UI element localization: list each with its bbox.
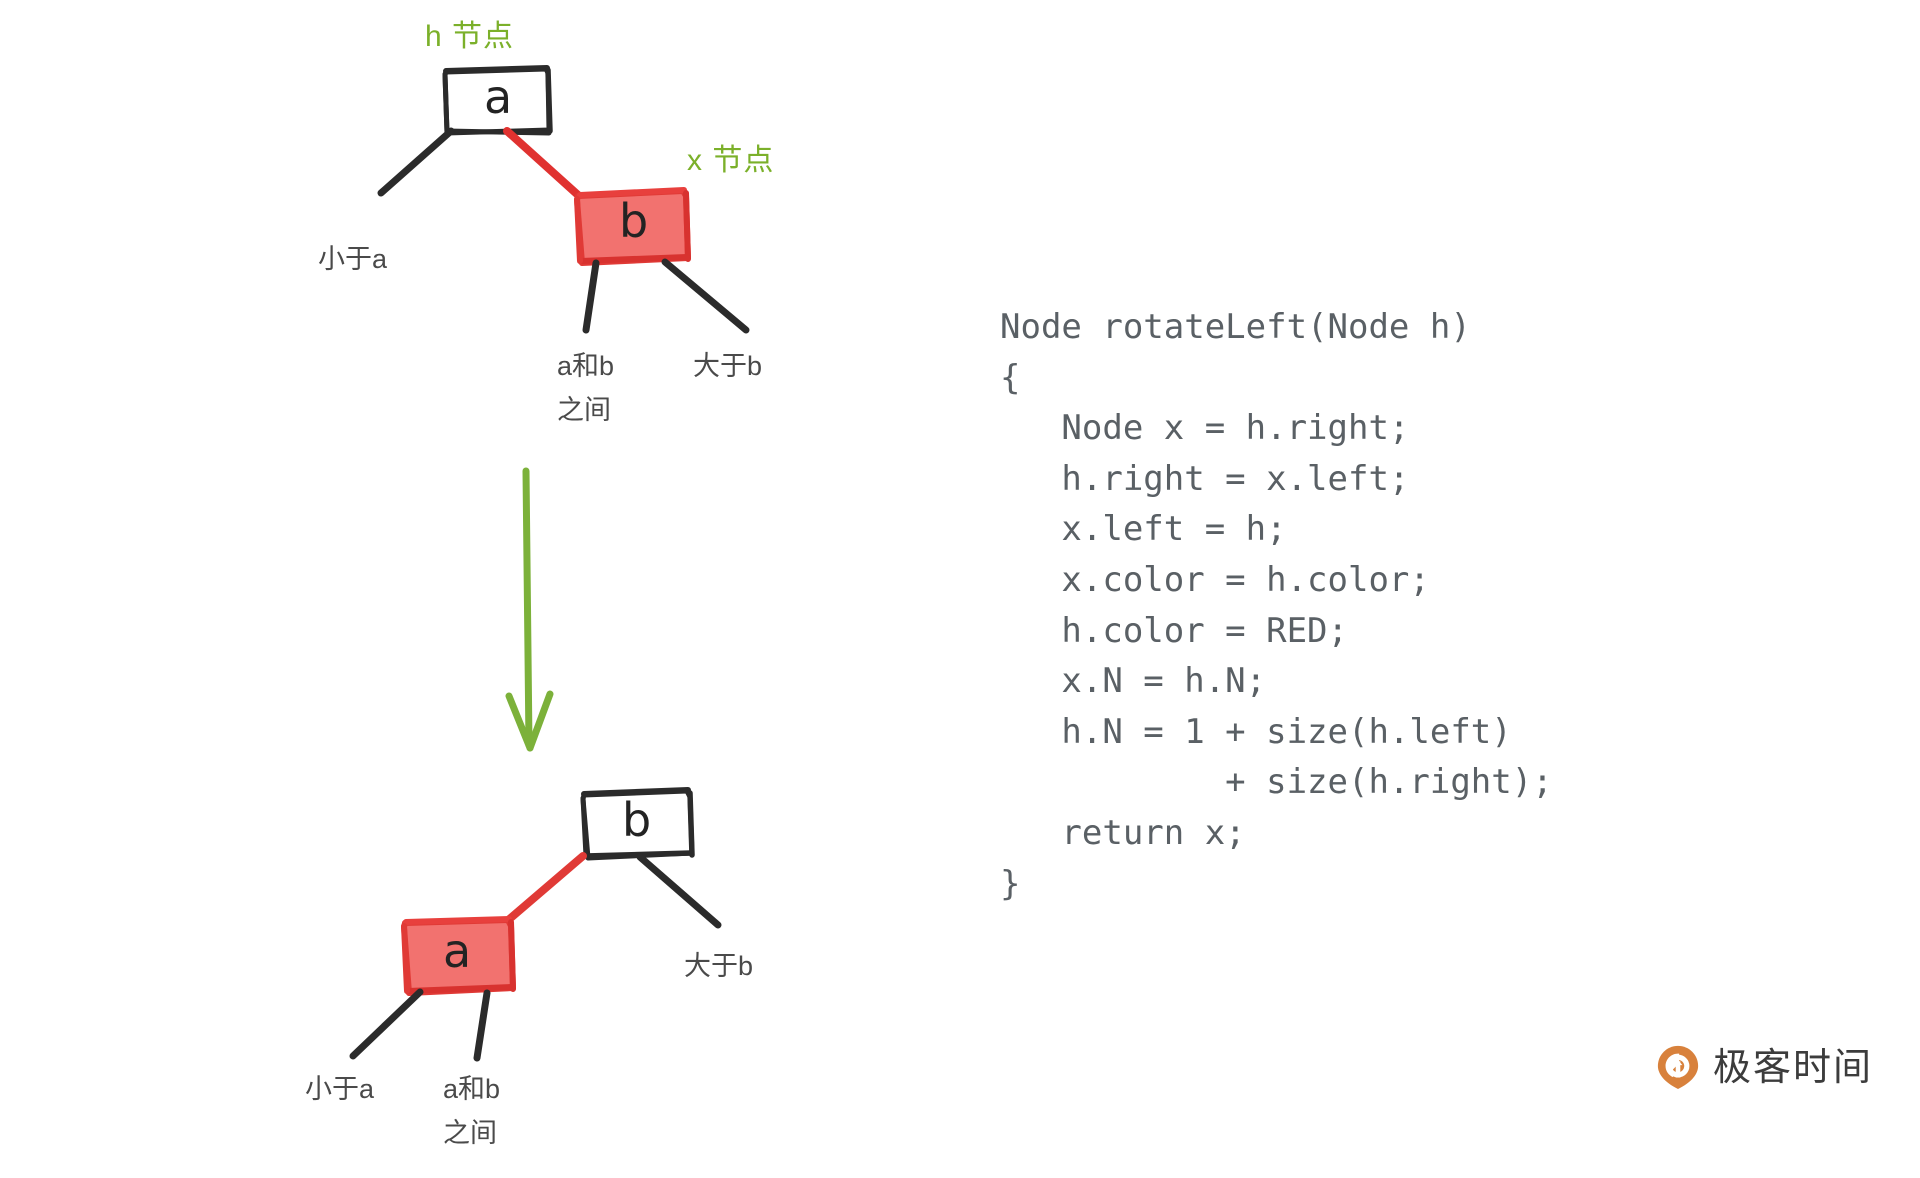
before-root-node-a [442, 65, 553, 136]
after-root-node-letter: b [622, 793, 652, 847]
before-child-node-letter: b [619, 194, 649, 248]
before-label-greater-than-b: 大于b [693, 351, 763, 381]
before-b-left-link [582, 259, 600, 334]
annotation-x-node: x 节点 [687, 144, 775, 177]
after-child-node-a [401, 916, 516, 996]
before-label-less-than-a: 小于a [318, 244, 388, 274]
before-label-between-line1: a和b [557, 351, 615, 381]
code-block-rotate-left: Node rotateLeft(Node h) { Node x = h.rig… [1000, 307, 1553, 904]
before-label-between-line2: 之间 [557, 395, 611, 425]
before-b-right-link [661, 258, 750, 334]
after-b-right-link [636, 853, 722, 929]
after-label-between-line1: a和b [443, 1074, 501, 1104]
after-label-greater-than-b: 大于b [684, 951, 754, 981]
brand-logo: 极客时间 [1655, 1044, 1873, 1090]
before-red-link [503, 127, 582, 199]
before-child-node-b [574, 187, 691, 266]
before-root-node-letter: a [484, 70, 513, 124]
before-root-left-link [377, 127, 455, 197]
annotation-h-node: h 节点 [425, 20, 515, 53]
after-a-right-link [473, 989, 491, 1062]
geektime-logo-icon [1657, 1045, 1699, 1090]
transform-arrow-icon [505, 467, 554, 752]
after-child-node-letter: a [443, 924, 472, 978]
after-label-between-line2: 之间 [443, 1118, 497, 1148]
after-root-node-b [580, 787, 695, 861]
brand-name: 极客时间 [1713, 1045, 1874, 1089]
after-red-link [502, 852, 587, 926]
after-label-less-than-a: 小于a [305, 1074, 375, 1104]
after-a-left-link [349, 988, 424, 1060]
